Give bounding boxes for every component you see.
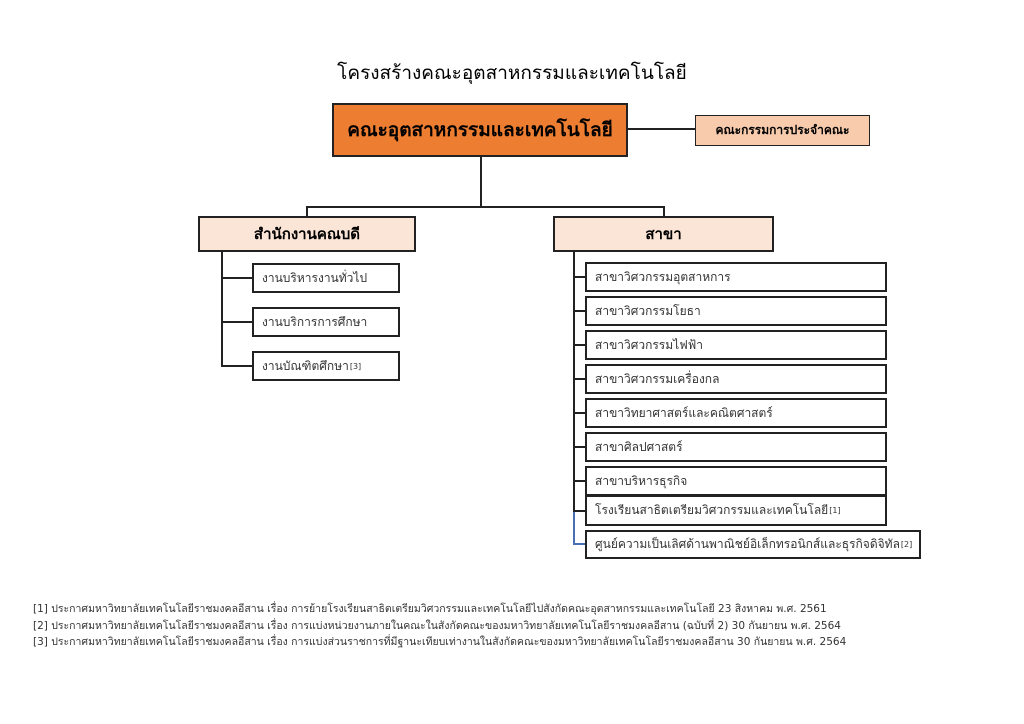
branch-item-connector — [573, 510, 585, 512]
dean-office-trunk-line — [221, 252, 223, 367]
footnote-ref: [3] — [349, 361, 362, 371]
branch-item: สาขาบริหารธุรกิจ — [585, 466, 887, 496]
dean-office-item-label: งานบริหารงานทั่วไป — [262, 270, 368, 285]
footnote: [2] ประกาศมหาวิทยาลัยเทคโนโลยีราชมงคลอีส… — [33, 619, 841, 632]
dean-office-label: สำนักงานคณบดี — [253, 225, 361, 243]
branch-item-connector — [573, 480, 585, 482]
branch-item: สาขาวิศวกรรมโยธา — [585, 296, 887, 326]
branch-item: สาขาวิศวกรรมไฟฟ้า — [585, 330, 887, 360]
branch-item-connector — [573, 446, 585, 448]
branch-item-label: สาขาวิศวกรรมอุตสาหการ — [595, 269, 731, 284]
dean-office-item-label: งานบริการการศึกษา — [262, 314, 368, 329]
branch-item-label: สาขาวิศวกรรมเครื่องกล — [595, 371, 720, 386]
branch-trunk-line — [573, 252, 575, 510]
branch-item-label: โรงเรียนสาธิตเตรียมวิศวกรรมและเทคโนโลยี — [595, 503, 829, 517]
page-title: โครงสร้างคณะอุตสาหกรรมและเทคโนโลยี — [337, 62, 687, 84]
branch-item-label: สาขาวิศวกรรมไฟฟ้า — [595, 337, 703, 352]
dean-item-connector — [221, 277, 252, 279]
footnotes: [1] ประกาศมหาวิทยาลัยเทคโนโลยีราชมงคลอีส… — [33, 601, 846, 651]
branch-item-label: สาขาวิทยาศาสตร์และคณิตศาสตร์ — [595, 405, 773, 420]
group-horizontal-line — [306, 206, 665, 208]
footnote-ref: [2] — [900, 540, 913, 549]
faculty-root-label: คณะอุตสาหกรรมและเทคโนโลยี — [347, 119, 613, 141]
committee-box: คณะกรรมการประจำคณะ — [695, 115, 870, 146]
branch-item: สาขาวิศวกรรมเครื่องกล — [585, 364, 887, 394]
committee-label: คณะกรรมการประจำคณะ — [715, 123, 850, 137]
branch-drop-line — [663, 206, 665, 216]
branch-item: สาขาวิศวกรรมอุตสาหการ — [585, 262, 887, 292]
root-down-line — [480, 157, 482, 207]
dean-office-box: สำนักงานคณบดี — [198, 216, 416, 252]
dean-item-connector — [221, 365, 252, 367]
dean-item-connector — [221, 321, 252, 323]
dean-office-item-label: งานบัณฑิตศึกษา — [262, 358, 349, 373]
branch-box: สาขา — [553, 216, 774, 252]
dean-office-item: งานบัณฑิตศึกษา[3] — [252, 351, 400, 381]
faculty-root-box: คณะอุตสาหกรรมและเทคโนโลยี — [332, 103, 628, 157]
branch-item-label: สาขาบริหารธุรกิจ — [595, 473, 688, 488]
branch-item-connector — [573, 412, 585, 414]
footnote-ref: [1] — [829, 506, 841, 515]
dean-office-item: งานบริการการศึกษา — [252, 307, 400, 337]
branch-item-label: สาขาวิศวกรรมโยธา — [595, 303, 701, 318]
branch-item: สาขาวิทยาศาสตร์และคณิตศาสตร์ — [585, 398, 887, 428]
dean-office-drop-line — [306, 206, 308, 216]
branch-item-label: สาขาศิลปศาสตร์ — [595, 439, 683, 454]
root-to-committee-line — [628, 128, 695, 130]
branch-item-connector — [573, 310, 585, 312]
branch-item: ศูนย์ความเป็นเลิศด้านพาณิชย์อิเล็กทรอนิก… — [585, 530, 921, 559]
branch-item: โรงเรียนสาธิตเตรียมวิศวกรรมและเทคโนโลยี[… — [585, 495, 887, 526]
branch-item-connector — [573, 543, 585, 545]
branch-trunk-line-blue — [573, 510, 575, 543]
branch-label: สาขา — [645, 225, 682, 243]
branch-item-connector — [573, 344, 585, 346]
branch-item-connector — [573, 276, 585, 278]
footnote: [3] ประกาศมหาวิทยาลัยเทคโนโลยีราชมงคลอีส… — [33, 636, 847, 648]
dean-office-item: งานบริหารงานทั่วไป — [252, 263, 400, 293]
branch-item: สาขาศิลปศาสตร์ — [585, 432, 887, 462]
footnote: [1] ประกาศมหาวิทยาลัยเทคโนโลยีราชมงคลอีส… — [33, 603, 827, 615]
branch-item-label: ศูนย์ความเป็นเลิศด้านพาณิชย์อิเล็กทรอนิก… — [595, 537, 900, 551]
branch-item-connector — [573, 378, 585, 380]
